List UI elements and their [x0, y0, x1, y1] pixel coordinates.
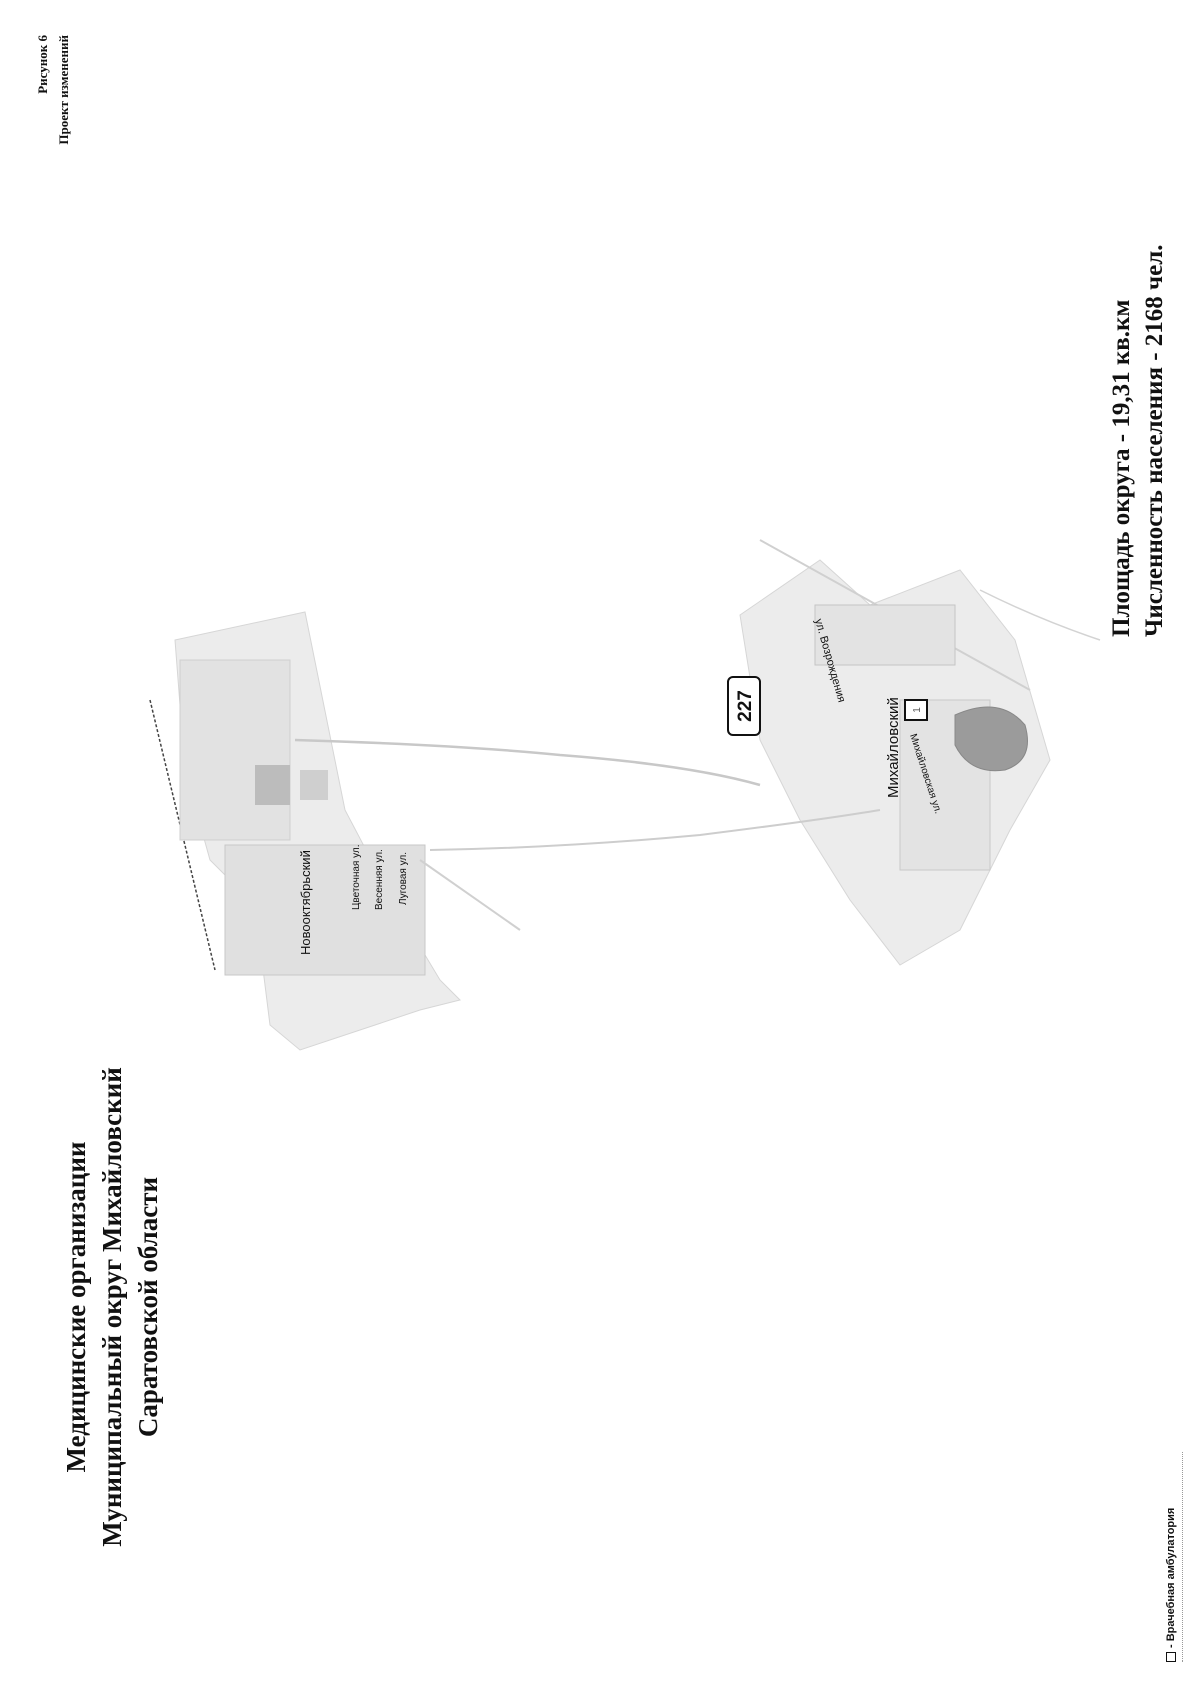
road: [979, 589, 1101, 641]
street-vesennyaya: Весенняя ул.: [374, 849, 385, 910]
street-lugovaya: Луговая ул.: [398, 852, 409, 905]
district-number-box: [727, 676, 761, 736]
place-novooktyabrsky: Новооктябрьский: [298, 850, 313, 955]
title-line-2: Муниципальный округ Михайловский: [97, 1067, 127, 1547]
clinic-marker-number: 1: [912, 707, 923, 713]
district-number: 227: [735, 690, 756, 722]
clinic-marker: [904, 699, 928, 721]
novooktyabrsky-field: [179, 659, 291, 841]
legend-clinic-label: - Врачебная амбулатория: [1165, 1507, 1177, 1648]
area-text: Площадь округа - 19,31 кв.км: [1108, 299, 1135, 637]
population-text: Численность населения - 2168 чел.: [1141, 244, 1168, 637]
district-stats: Площадь округа - 19,31 кв.км Численность…: [1105, 17, 1171, 637]
legend-divider: [1182, 1452, 1183, 1662]
figure-caption: Рисунок 6 Проект изменений: [32, 35, 74, 145]
title-line-3: Саратовской области: [133, 1176, 163, 1438]
mikhaylovsky-block: [814, 604, 956, 666]
building: [300, 770, 328, 800]
legend-clinic-icon: [1166, 1652, 1176, 1662]
title-line-1: Медицинские организации: [61, 1141, 91, 1473]
road: [429, 809, 881, 851]
figure-label: Рисунок 6: [35, 35, 50, 94]
road: [294, 738, 761, 787]
place-mikhaylovsky: Михайловский: [885, 697, 902, 798]
project-label: Проект изменений: [56, 35, 71, 145]
novooktyabrsky-block: [224, 844, 426, 976]
railway-line: [149, 699, 216, 971]
page-title: Медицинские организации Муниципальный ок…: [58, 1047, 166, 1567]
pond: [954, 706, 1028, 772]
building: [255, 765, 290, 805]
street-tsvetochnaya: Цветочная ул.: [351, 844, 362, 910]
legend: - Врачебная амбулатория: [1165, 1508, 1177, 1662]
road: [419, 859, 521, 931]
